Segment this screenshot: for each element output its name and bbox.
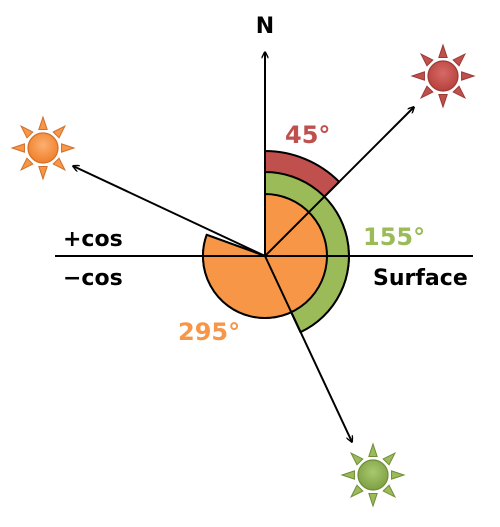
sun-ray (419, 85, 434, 100)
sun-ray (349, 484, 364, 499)
sun-ray (382, 484, 397, 499)
green-sun-icon (340, 442, 406, 508)
angle-label-45: 45° (285, 121, 330, 149)
sun-disc (427, 60, 459, 92)
sun-ray (410, 71, 425, 81)
sun-ray (19, 157, 34, 172)
sun-ray (61, 143, 76, 153)
surface-label: Surface (373, 266, 468, 291)
sun-ray (52, 124, 67, 139)
sun-ray (19, 124, 34, 139)
north-label: N (256, 14, 274, 39)
minus-cos-label: −cos (63, 266, 123, 291)
plus-cos-label: +cos (63, 227, 123, 252)
sun-ray (349, 451, 364, 466)
sun-ray (419, 52, 434, 67)
angle-label-295: 295° (178, 318, 240, 346)
angle-label-155: 155° (363, 223, 425, 251)
sun-disc (357, 459, 389, 491)
sun-ray (38, 166, 48, 181)
sun-ray (461, 71, 476, 81)
sun-ray (38, 115, 48, 130)
arrow-to-orange-sun (73, 166, 266, 257)
arrow-to-green-sun (264, 255, 352, 442)
red-sun-icon (410, 43, 476, 109)
sun-ray (368, 493, 378, 508)
sun-ray (438, 43, 448, 58)
sun-ray (10, 143, 25, 153)
sun-ray (368, 442, 378, 457)
orange-sun-icon (10, 115, 76, 181)
sun-ray (382, 451, 397, 466)
sun-ray (391, 470, 406, 480)
sun-ray (52, 157, 67, 172)
sun-ray (438, 94, 448, 109)
sun-disc (27, 132, 59, 164)
sun-ray (340, 470, 355, 480)
arrow-to-red-sun (264, 107, 414, 257)
sun-ray (452, 52, 467, 67)
sun-ray (452, 85, 467, 100)
